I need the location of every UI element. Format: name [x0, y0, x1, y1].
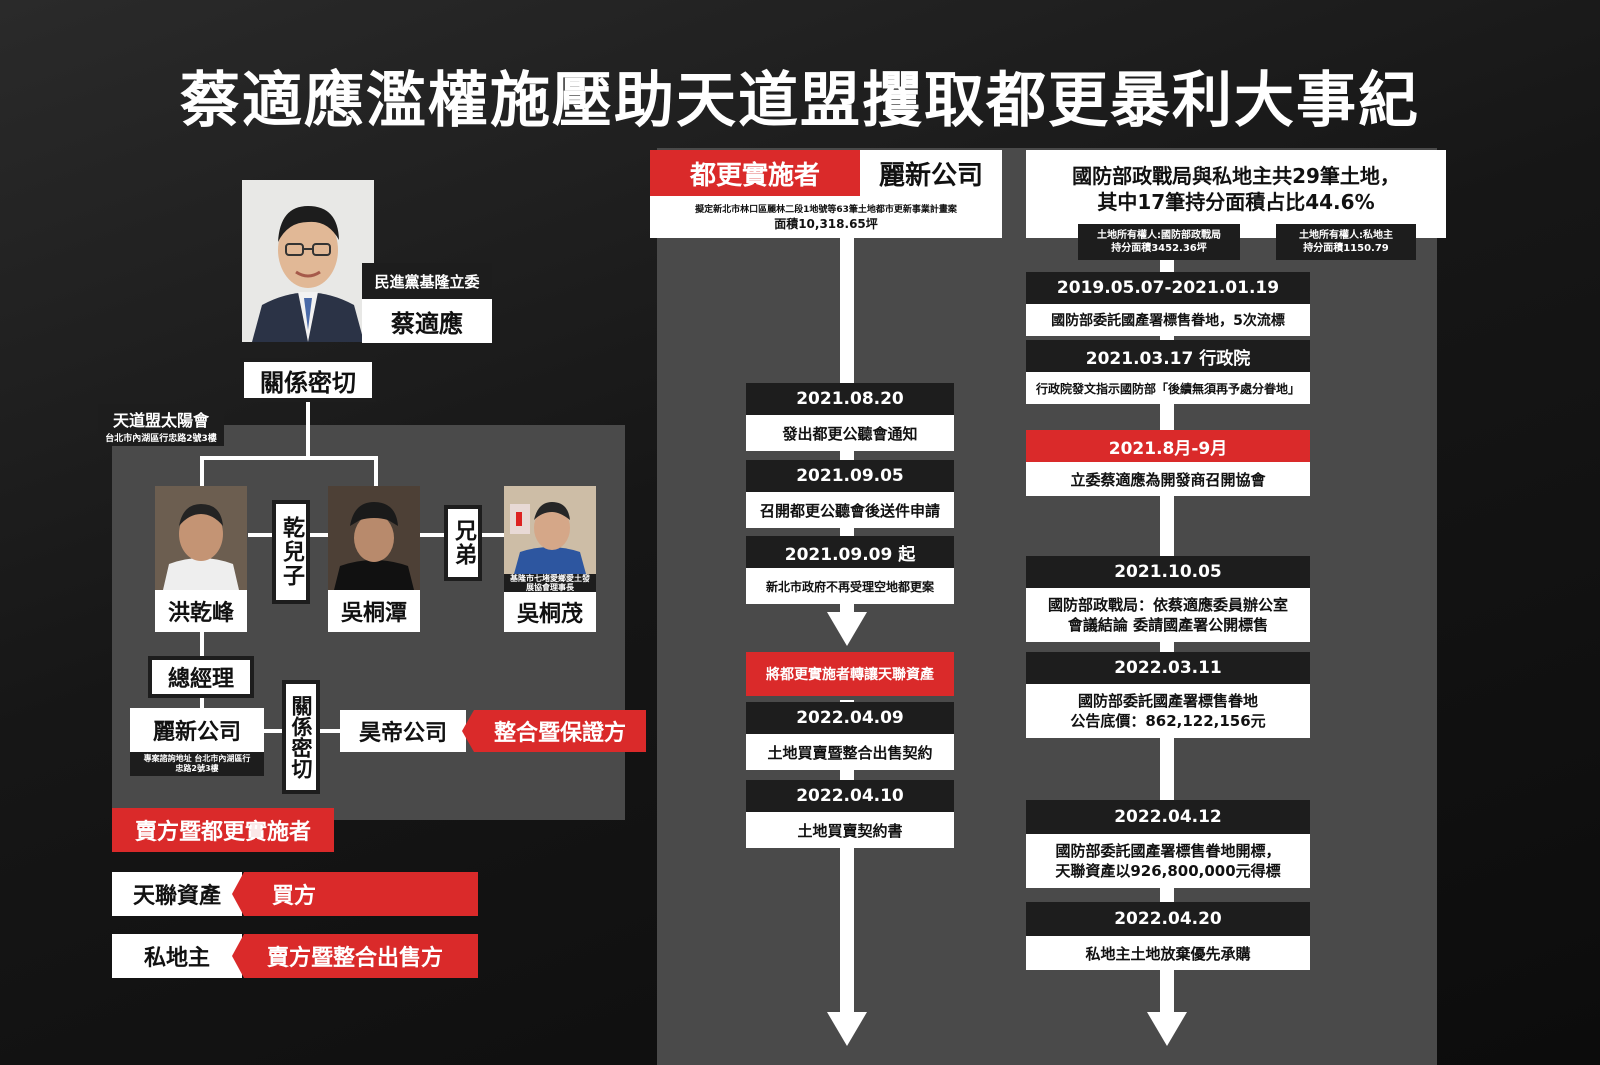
wudi-role: 整合暨保證方	[462, 710, 646, 752]
owner-name: 私地主	[112, 934, 242, 978]
buyer-role-label: 買方	[272, 884, 317, 909]
person3-caption: 基隆市七堵愛鄉愛土發展協會理事長	[504, 574, 596, 592]
connector-line	[200, 456, 204, 486]
event-text-line: 國防部委託國產署標售眷地開標，	[1055, 842, 1281, 860]
relation-close-vertical: 關係密切	[282, 680, 320, 794]
event-text-line: 公告底價：862,122,156元	[1070, 712, 1266, 730]
event-date: 2022.04.20	[1026, 902, 1310, 936]
event-text-line: 國防部委託國產署標售眷地	[1077, 692, 1258, 710]
relation-close-box: 關係密切	[240, 358, 376, 402]
event-text-line: 國防部政戰局：依蔡適應委員辦公室	[1047, 596, 1288, 614]
event-text: 國防部委託國產署標售眷地 公告底價：862,122,156元	[1026, 684, 1310, 738]
connector-line	[306, 402, 310, 458]
gang-name: 天道盟太陽會	[112, 410, 209, 430]
buyer-name: 天聯資產	[112, 872, 242, 916]
land-header: 國防部政戰局與私地主共29筆土地， 其中17筆持分面積占比44.6%	[1026, 150, 1446, 238]
event-date: 2022.04.12	[1026, 800, 1310, 834]
event-date: 2022.04.09	[746, 702, 954, 734]
owner-b-box: 土地所有權人:私地主 持分面積1150.79	[1276, 224, 1416, 260]
owner-b-line1: 土地所有權人:私地主	[1299, 230, 1393, 241]
implementer-note-2: 面積10,318.65坪	[774, 217, 878, 231]
event-date-red: 2021.8月-9月	[1026, 430, 1310, 462]
connector-line	[200, 456, 378, 460]
legislator-photo	[242, 180, 374, 342]
connector-line	[200, 630, 204, 666]
owner-a-line1: 土地所有權人:國防部政戰局	[1097, 230, 1221, 241]
connector-line	[374, 456, 378, 486]
implementer-note-1: 擬定新北市林口區麗林二段1地號等63筆土地都市更新事業計畫案	[695, 205, 957, 215]
relation-brother: 兄弟	[444, 505, 482, 581]
person1-photo	[155, 486, 247, 590]
event-text: 國防部政戰局：依蔡適應委員辦公室 會議結論 委請國產署公開標售	[1026, 588, 1310, 642]
transfer-event: 將都更實施者轉讓天聯資產	[746, 652, 954, 696]
event-date: 2021.09.09 起	[746, 536, 954, 568]
person2-name: 吳桐潭	[328, 590, 420, 632]
seller-role: 賣方暨都更實施者	[112, 808, 334, 852]
event-text: 國防部委託國產署標售眷地開標， 天聯資產以926,800,000元得標	[1026, 834, 1310, 888]
connector-line	[200, 696, 204, 710]
general-manager-box: 總經理	[148, 656, 254, 698]
event-text: 召開都更公聽會後送件申請	[746, 492, 954, 528]
gang-address: 台北市內湖區行忠路2號3樓	[105, 433, 217, 444]
event-text: 行政院發文指示國防部「後續無須再予處分眷地」	[1026, 372, 1310, 404]
event-date: 2019.05.07-2021.01.19	[1026, 272, 1310, 304]
event-text: 國防部委託國產署標售眷地，5次流標	[1026, 304, 1310, 336]
company-note: 專案諮詢地址 台北市內湖區行忠路2號3樓	[130, 752, 264, 776]
company-box: 麗新公司	[130, 708, 264, 752]
timeline-arrow-head	[827, 1012, 867, 1046]
land-header-line1: 國防部政戰局與私地主共29筆土地，	[1072, 164, 1400, 188]
wudi-company: 昊帝公司	[340, 710, 466, 752]
person3-photo	[504, 486, 596, 574]
event-text: 土地買賣暨整合出售契約	[746, 734, 954, 770]
event-text: 私地主土地放棄優先承購	[1026, 936, 1310, 970]
implementer-note: 擬定新北市林口區麗林二段1地號等63筆土地都市更新事業計畫案 面積10,318.…	[650, 196, 1002, 238]
gang-label: 天道盟太陽會 台北市內湖區行忠路2號3樓	[98, 404, 224, 446]
event-text-line: 天聯資產以926,800,000元得標	[1055, 862, 1281, 880]
owner-a-line2: 持分面積3452.36坪	[1111, 243, 1207, 254]
event-text: 發出都更公聽會通知	[746, 415, 954, 451]
legislator-caption: 民進黨基隆立委	[362, 263, 492, 299]
relation-godson: 乾兒子	[272, 500, 310, 604]
owner-role: 賣方暨整合出售方	[232, 934, 478, 978]
person2-photo	[328, 486, 420, 590]
event-text-line: 會議結論 委請國產署公開標售	[1067, 616, 1269, 634]
event-text: 新北市政府不再受理空地都更案	[746, 568, 954, 604]
event-text: 立委蔡適應為開發商召開協會	[1026, 462, 1310, 496]
timeline-arrow-head	[827, 612, 867, 646]
buyer-role: 買方	[232, 872, 478, 916]
legislator-name: 蔡適應	[362, 299, 492, 343]
event-date: 2021.10.05	[1026, 556, 1310, 588]
implementer-header-white: 麗新公司	[860, 150, 1002, 196]
person1-name: 洪乾峰	[155, 590, 247, 632]
event-text: 土地買賣契約書	[746, 812, 954, 848]
timeline-arrow-head	[1147, 1012, 1187, 1046]
person3-name: 吳桐茂	[504, 592, 596, 632]
page-title: 蔡適應濫權施壓助天道盟攫取都更暴利大事紀	[180, 66, 1420, 136]
event-date: 2021.08.20	[746, 383, 954, 415]
event-date: 2021.09.05	[746, 460, 954, 492]
event-date: 2022.04.10	[746, 780, 954, 812]
implementer-header-red: 都更實施者	[650, 150, 860, 196]
land-header-line2: 其中17筆持分面積占比44.6%	[1097, 190, 1375, 214]
event-date: 2022.03.11	[1026, 652, 1310, 684]
owner-a-box: 土地所有權人:國防部政戰局 持分面積3452.36坪	[1078, 224, 1240, 260]
event-date: 2021.03.17 行政院	[1026, 340, 1310, 372]
timeline-arrow-shaft	[840, 700, 854, 1018]
owner-b-line2: 持分面積1150.79	[1303, 243, 1389, 254]
